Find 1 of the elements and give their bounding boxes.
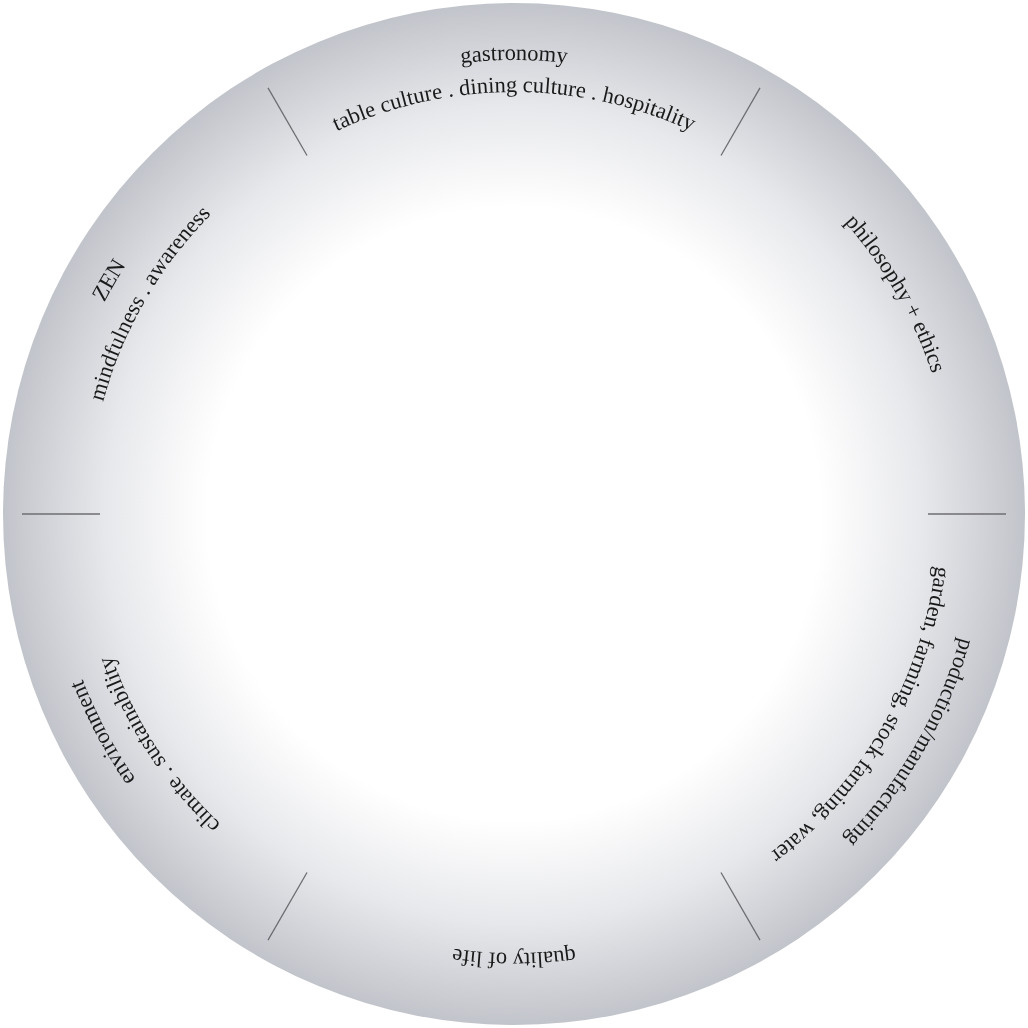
curved-label: quality of life [450, 943, 578, 974]
